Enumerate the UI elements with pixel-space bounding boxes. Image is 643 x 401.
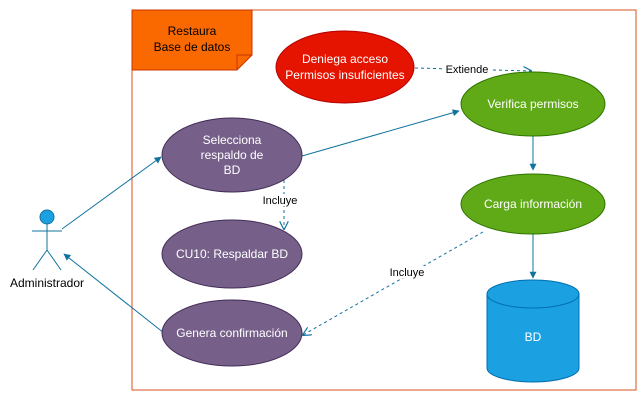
usecase-deniega-line2: Permisos insuficientes (285, 68, 404, 82)
label-extiende: Extiende (446, 64, 489, 76)
include-carga-genera (303, 231, 484, 335)
usecase-respaldar-bd[interactable]: CU10: Respaldar BD (161, 219, 303, 289)
assoc-genera-actor (63, 253, 165, 334)
usecase-selecciona-line3: BD (224, 163, 241, 177)
actor-label: Administrador (10, 276, 84, 290)
label-incluye-1: Incluye (263, 195, 298, 207)
usecase-carga-label: Carga información (484, 197, 582, 211)
actor-administrador[interactable] (32, 209, 62, 271)
usecase-respaldar-label: CU10: Respaldar BD (176, 247, 288, 261)
label-incluye-2: Incluye (390, 267, 425, 279)
usecase-deniega-acceso[interactable]: Deniega acceso Permisos insuficientes (275, 30, 415, 104)
usecase-genera-confirmacion[interactable]: Genera confirmación (161, 299, 303, 367)
system-title-line2: Base de datos (154, 40, 231, 54)
actor-head-icon (39, 209, 55, 225)
usecase-verifica-label: Verifica permisos (487, 97, 578, 111)
connectors (61, 68, 537, 335)
actor-body (32, 224, 62, 271)
assoc-actor-selecciona (61, 156, 162, 230)
usecase-genera-label: Genera confirmación (176, 326, 287, 340)
database-label: BD (525, 330, 542, 344)
usecase-selecciona-line2: respaldo de (201, 148, 264, 162)
database-cylinder[interactable]: BD (486, 279, 580, 383)
usecase-deniega-line1: Deniega acceso (302, 52, 388, 66)
usecase-selecciona-respaldo[interactable]: Selecciona respaldo de BD (161, 117, 303, 193)
usecase-verifica-permisos[interactable]: Verifica permisos (460, 71, 606, 137)
system-title-note: Restaura Base de datos (131, 9, 253, 71)
usecase-selecciona-line1: Selecciona (203, 133, 262, 147)
extend-deniega-verifica (414, 68, 531, 71)
usecase-carga-informacion[interactable]: Carga información (460, 173, 606, 235)
system-title-line1: Restaura (168, 24, 217, 38)
assoc-selecciona-verifica (301, 109, 460, 157)
